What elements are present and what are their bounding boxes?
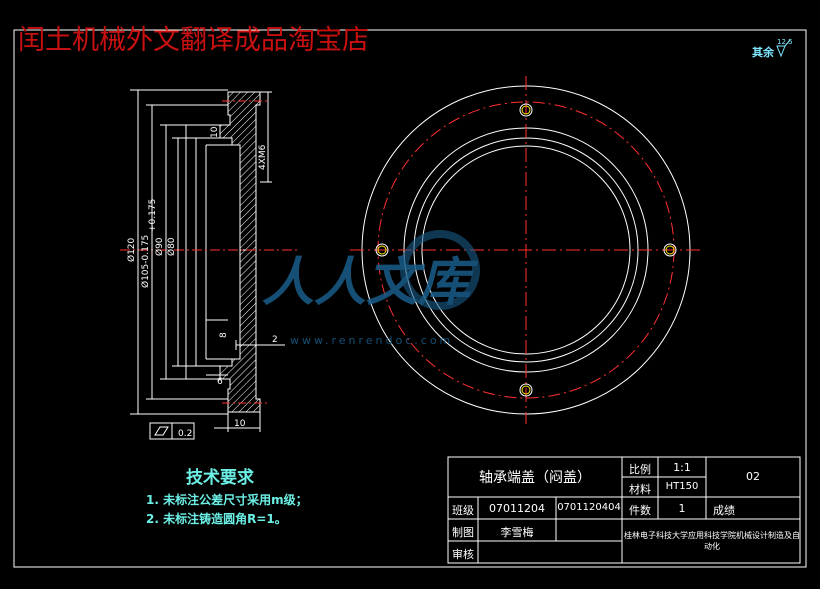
scale-value: 1:1 bbox=[673, 461, 691, 474]
flatness-value: 0.2 bbox=[178, 429, 192, 439]
watermark-url: www.renrendoc.com bbox=[290, 334, 453, 347]
roughness-label: 其余 bbox=[752, 46, 774, 59]
material-value: HT150 bbox=[665, 481, 699, 492]
dim-d105-upper: +0.175 bbox=[148, 199, 158, 232]
dim-d120: Ø120 bbox=[126, 237, 137, 262]
material-label: 材料 bbox=[629, 483, 651, 496]
dim-d90: Ø90 bbox=[154, 237, 165, 256]
dim-10-top: 10 bbox=[210, 126, 220, 138]
drawing-frame bbox=[13, 29, 807, 568]
dim-d105: Ø105-0.175 bbox=[140, 235, 151, 288]
count-value: 1 bbox=[678, 502, 686, 515]
watermark-logo: 人人文库 www.renrendoc.com bbox=[262, 230, 480, 347]
count-label: 件数 bbox=[629, 504, 651, 517]
part-name: 轴承端盖（闷盖） bbox=[479, 470, 591, 486]
dim-2: 2 bbox=[272, 335, 278, 345]
dim-6: 6 bbox=[217, 377, 223, 387]
requirement-item-1: 1. 未标注公差尺寸采用m级； bbox=[146, 493, 308, 507]
scale-label: 比例 bbox=[629, 463, 651, 476]
student-number: 0701120404 bbox=[557, 502, 621, 513]
roughness-value: 12.5 bbox=[777, 38, 793, 46]
dim-d80: Ø80 bbox=[166, 237, 177, 256]
requirement-item-2: 2. 未标注铸造圆角R=1。 bbox=[146, 512, 287, 526]
dim-8: 8 bbox=[219, 332, 229, 338]
requirements-title: 技术要求 bbox=[186, 468, 254, 488]
bolt-holes bbox=[375, 103, 677, 397]
review-label: 审核 bbox=[452, 548, 474, 561]
class-label: 班级 bbox=[452, 504, 474, 517]
grade-label: 成绩 bbox=[713, 504, 735, 517]
drawn-label: 制图 bbox=[452, 526, 474, 539]
school-name: 桂林电子科技大学应用科技学院机械设计制造及自动化 bbox=[624, 531, 800, 551]
section-view: Ø120 Ø105-0.175 +0.175 Ø90 Ø80 4XM6 8 2 … bbox=[120, 89, 300, 440]
dim-holes: 4XM6 bbox=[258, 144, 268, 170]
front-view bbox=[350, 76, 700, 424]
class-value: 07011204 bbox=[489, 502, 545, 515]
title-block-grid bbox=[447, 456, 801, 564]
drawing-number: 02 bbox=[746, 470, 760, 483]
dim-10: 10 bbox=[234, 419, 246, 429]
drawn-value: 李雪梅 bbox=[500, 526, 534, 539]
section-hatch-lower bbox=[219, 249, 261, 413]
watermark-logo-text: 人人文库 bbox=[262, 253, 479, 313]
section-hatch-upper bbox=[219, 91, 261, 251]
watermark-title: 闰土机械外文翻译成品淘宝店 bbox=[18, 25, 369, 56]
